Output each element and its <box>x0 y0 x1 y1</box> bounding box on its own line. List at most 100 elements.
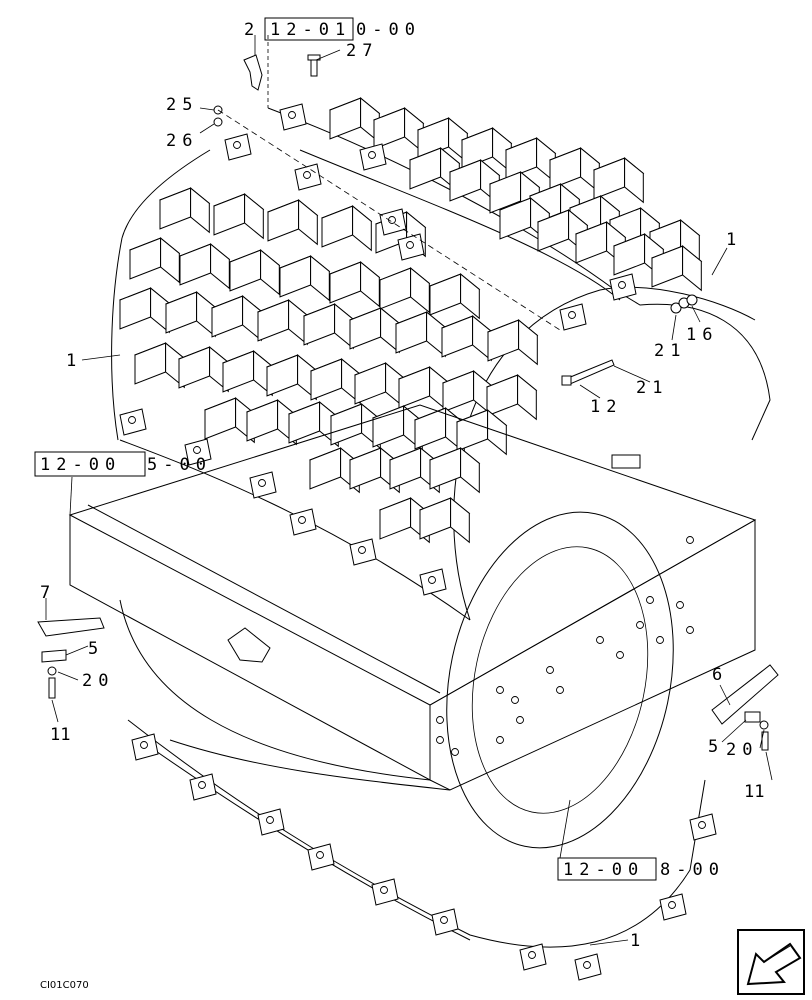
plate-hole <box>686 626 694 634</box>
leader-lines <box>45 35 773 946</box>
callout-21-a: 21 <box>654 341 686 361</box>
arrow-left-down-icon[interactable] <box>737 929 805 995</box>
padfoot-pad <box>279 255 331 302</box>
padfoot-pad <box>179 243 231 290</box>
plate-hole <box>436 716 444 724</box>
mounting-ear <box>659 893 687 921</box>
padfoot-pad <box>398 366 450 413</box>
mounting-ear <box>294 163 322 191</box>
padfoot-pad <box>222 350 274 397</box>
callout-16: 16 <box>686 325 718 345</box>
padfoot-pad <box>159 187 211 234</box>
callouts: 27 25 26 1 1 21 16 21 12 7 5 20 11 6 5 2… <box>40 41 764 951</box>
callout-21-b: 21 <box>636 378 668 398</box>
callout-11-left: 11 <box>50 725 70 745</box>
mounting-ear <box>289 508 317 536</box>
mounting-ear <box>257 808 285 836</box>
padfoot-pad <box>489 171 541 218</box>
padfoot-pad <box>267 199 319 246</box>
mounting-ears <box>119 103 637 596</box>
mounting-ear <box>224 133 252 161</box>
padfoot-pads <box>119 97 703 544</box>
plate-hole <box>616 651 624 659</box>
padfoot-pad <box>379 267 431 314</box>
upper-padfoot-shell <box>111 97 771 621</box>
padfoot-pad <box>419 497 471 544</box>
callout-1-left: 1 <box>66 351 82 371</box>
plate-hole <box>496 736 504 744</box>
plate-hole <box>516 716 524 724</box>
ref-box-label-top: 12-01 <box>270 20 351 40</box>
callout-5-right: 5 <box>708 737 724 757</box>
mounting-ear <box>131 733 159 761</box>
padfoot-pad <box>257 299 309 346</box>
plate-hole <box>646 596 654 604</box>
mounting-ear <box>574 953 602 981</box>
mounting-ear <box>519 943 547 971</box>
padfoot-pad <box>429 447 481 494</box>
mounting-ear <box>307 843 335 871</box>
figure-code: CI01C070 <box>40 980 89 991</box>
padfoot-pad <box>487 319 539 366</box>
mounting-ear <box>419 568 447 596</box>
callout-6: 6 <box>712 665 728 685</box>
padfoot-pad <box>395 311 447 358</box>
mounting-ear <box>559 303 587 331</box>
callout-11-right: 11 <box>744 782 764 802</box>
callout-1-bottom: 1 <box>630 931 646 951</box>
callout-5-left: 5 <box>88 639 104 659</box>
padfoot-pad <box>456 409 508 456</box>
hardware-top <box>213 54 321 127</box>
mounting-ear <box>689 813 717 841</box>
hardware-left-scraper <box>37 617 105 699</box>
drum-frame <box>68 404 757 849</box>
ref-group-left: 12-00 5-00 <box>34 451 206 477</box>
mounting-ear <box>249 471 277 499</box>
padfoot-pad <box>309 447 361 494</box>
mounting-ear <box>279 103 307 131</box>
callout-27: 27 <box>346 41 378 61</box>
plate-hole <box>496 686 504 694</box>
mounting-ear <box>349 538 377 566</box>
hardware-right <box>561 294 698 386</box>
padfoot-pad <box>229 249 281 296</box>
plate-hole <box>436 736 444 744</box>
ref-box-left <box>34 451 146 477</box>
plate-hole <box>556 686 564 694</box>
hardware-right-scraper <box>711 664 779 751</box>
padfoot-pad <box>329 97 381 144</box>
callout-20-left: 20 <box>82 671 114 691</box>
padfoot-pad <box>303 303 355 350</box>
mounting-ear <box>431 908 459 936</box>
padfoot-pad <box>288 401 340 448</box>
mounting-ear <box>371 878 399 906</box>
mounting-ear <box>397 233 425 261</box>
padfoot-pad <box>429 273 481 320</box>
padfoot-pad <box>593 157 645 204</box>
plate-hole <box>596 636 604 644</box>
ref-group-top: 2 12-01 0-00 <box>244 17 421 41</box>
plate-hole <box>451 748 459 756</box>
padfoot-pad <box>266 354 318 401</box>
padfoot-pad <box>211 295 263 342</box>
padfoot-pad <box>414 407 466 454</box>
ref-box-label-left: 12-00 <box>40 455 121 475</box>
plate-hole <box>686 536 694 544</box>
ref-suffix-top: 0-00 <box>356 20 421 40</box>
padfoot-pad <box>134 342 186 389</box>
padfoot-pad <box>310 358 362 405</box>
plate-hole <box>511 696 519 704</box>
padfoot-pad <box>651 245 703 292</box>
callout-26: 26 <box>166 131 198 151</box>
mounting-ear <box>184 438 212 466</box>
ref-prefix-top: 2 <box>244 20 260 40</box>
mounting-ear <box>379 208 407 236</box>
padfoot-pad <box>549 147 601 194</box>
ref-box-bottom <box>557 857 657 881</box>
padfoot-pad <box>178 346 230 393</box>
callout-12: 12 <box>590 397 622 417</box>
ref-box-top <box>264 17 354 41</box>
callout-1-top-right: 1 <box>726 230 742 250</box>
padfoot-pad <box>213 193 265 240</box>
plate-hole <box>656 636 664 644</box>
